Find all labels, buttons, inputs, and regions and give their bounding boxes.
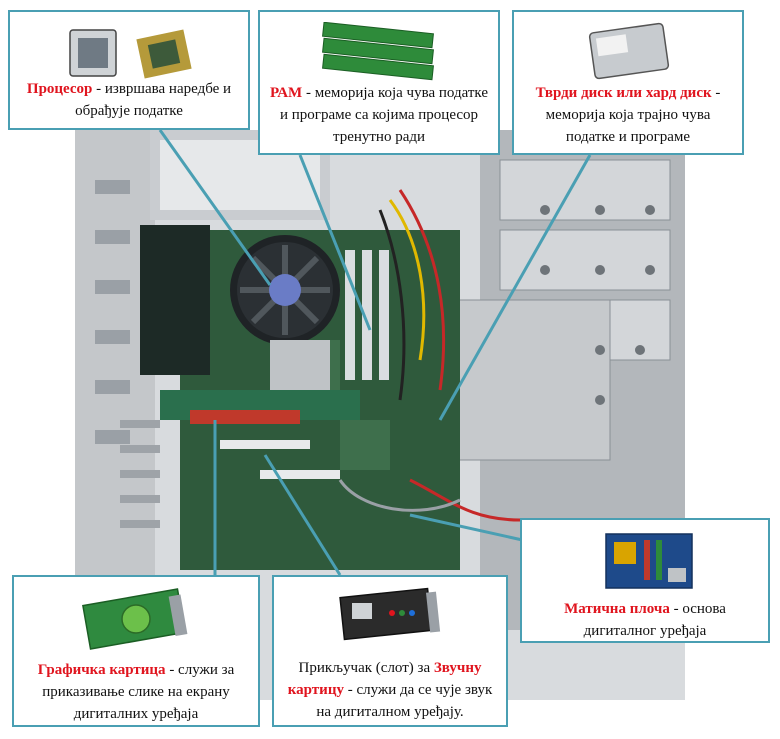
hard-disk-icon [588, 22, 670, 80]
cpu-chip-icon [69, 29, 192, 79]
callout-sound-text: Прикључак (слот) за Звучну картицу - слу… [287, 660, 493, 720]
callout-sound: Прикључак (слот) за Звучну картицу - слу… [272, 575, 508, 727]
callout-cpu-text: Процесор - извршава наредбе и обрађује п… [26, 81, 232, 119]
callout-gpu: Графичка картица - служи за приказивање … [12, 575, 260, 727]
case-fan [140, 225, 210, 375]
callout-gpu-text: Графичка картица - служи за приказивање … [37, 662, 235, 722]
term-ram: РАМ [269, 85, 303, 101]
sound-card-icon [339, 587, 441, 641]
callout-hdd: Тврди диск или хард диск - меморија која… [512, 10, 744, 155]
motherboard-icon [605, 533, 693, 589]
term-hdd: Тврди диск [535, 85, 613, 101]
term-gpu: Графичка картица [37, 662, 166, 678]
callout-cpu: Процесор - извршава наредбе и обрађује п… [8, 10, 250, 130]
graphics-card-icon [82, 588, 188, 650]
callout-ram: РАМ - меморија која чува податке и прогр… [258, 10, 500, 155]
callout-ram-text: РАМ - меморија која чува податке и прогр… [269, 85, 489, 145]
term-cpu: Процесор [26, 81, 93, 97]
term-hdd-alt: хард диск [645, 85, 712, 101]
term-motherboard: Матична плоча [564, 601, 670, 617]
ram-module-icon [322, 22, 434, 81]
term-sound: Звучну картицу [287, 660, 482, 698]
callout-motherboard-text: Матична плоча - основа дигиталног уређај… [564, 601, 726, 639]
callout-motherboard: Матична плоча - основа дигиталног уређај… [520, 518, 770, 643]
callout-hdd-text: Тврди диск или хард диск - меморија која… [535, 85, 721, 145]
